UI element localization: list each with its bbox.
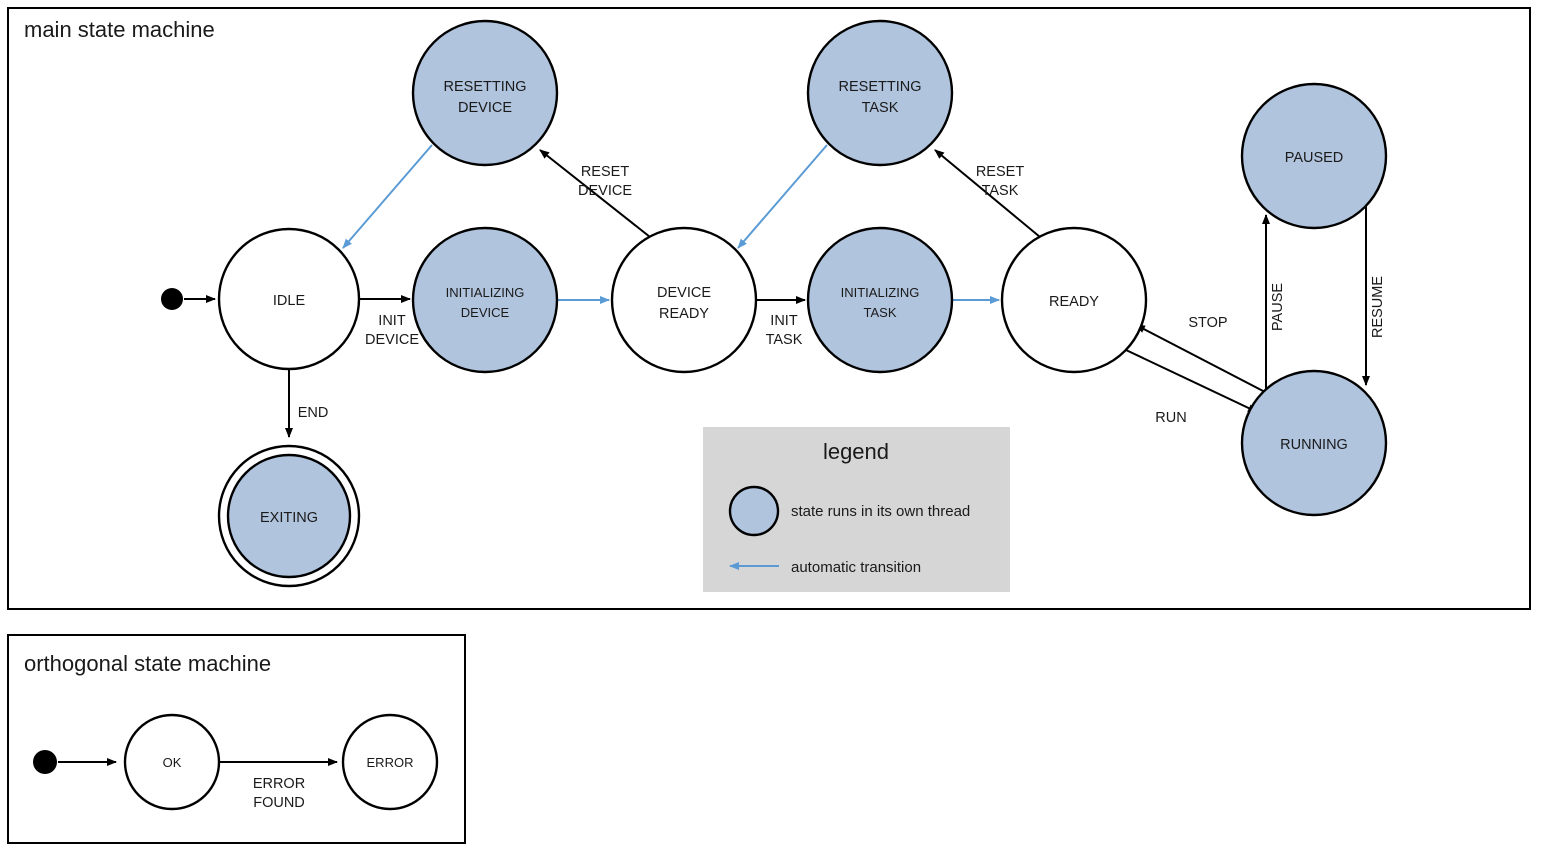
- state-device-ready-circle: [610, 226, 758, 374]
- state-error-circle: [341, 713, 439, 811]
- state-resetting-device-circle: [411, 19, 559, 167]
- edge-device-ready-to-resetting-device: [539, 149, 651, 238]
- state-ok[interactable]: OK: [123, 713, 221, 811]
- edge-label-reset-device-line2: DEVICE: [578, 183, 632, 199]
- edge-label-error-found-line2: FOUND: [253, 795, 305, 811]
- edge-resetting-device-to-idle: [342, 144, 433, 249]
- state-initializing-device-label-line1: INITIALIZING: [446, 285, 525, 300]
- state-error-label: ERROR: [367, 755, 414, 770]
- state-idle-circle: [217, 227, 361, 371]
- state-initializing-task-label-line2: TASK: [864, 305, 897, 320]
- state-initializing-task-label-line1: INITIALIZING: [841, 285, 920, 300]
- state-ok-label: OK: [163, 755, 182, 770]
- state-resetting-task-circle: [806, 19, 954, 167]
- edge-label-resume: RESUME: [1370, 276, 1386, 338]
- state-ready[interactable]: READY: [1000, 226, 1148, 374]
- state-resetting-task-label-line2: TASK: [862, 100, 899, 116]
- state-initializing-task[interactable]: INITIALIZING TASK: [806, 226, 954, 374]
- orthogonal-initial-state-dot: [33, 750, 57, 774]
- legend: legend state runs in its own thread auto…: [703, 427, 1010, 592]
- state-resetting-task-label-line1: RESETTING: [839, 79, 922, 95]
- edge-label-init-task-line1: INIT: [770, 313, 798, 329]
- orthogonal-frame-title: orthogonal state machine: [24, 651, 271, 676]
- state-paused[interactable]: PAUSED: [1240, 82, 1388, 230]
- edge-label-reset-task-line2: TASK: [982, 183, 1019, 199]
- state-running-circle: [1240, 369, 1388, 517]
- state-initializing-device-circle: [411, 226, 559, 374]
- state-ready-circle: [1000, 226, 1148, 374]
- state-resetting-device-label-line2: DEVICE: [458, 100, 512, 116]
- state-ready-label: READY: [1049, 294, 1099, 310]
- edge-label-run: RUN: [1155, 410, 1186, 426]
- legend-thread-label: state runs in its own thread: [791, 503, 970, 520]
- edge-ready-to-running: [1125, 349, 1258, 413]
- main-frame-title: main state machine: [24, 17, 215, 42]
- state-running[interactable]: RUNNING: [1240, 369, 1388, 517]
- state-exiting[interactable]: EXITING: [217, 444, 361, 588]
- edge-label-init-device-line2: DEVICE: [365, 332, 419, 348]
- edge-ready-to-resetting-task: [934, 149, 1041, 238]
- state-error[interactable]: ERROR: [341, 713, 439, 811]
- edge-label-init-device-line1: INIT: [378, 313, 406, 329]
- legend-title: legend: [823, 439, 889, 464]
- edge-label-reset-task-line1: RESET: [976, 164, 1024, 180]
- state-resetting-task[interactable]: RESETTING TASK: [806, 19, 954, 167]
- state-exiting-circle: [226, 453, 352, 579]
- state-paused-circle: [1240, 82, 1388, 230]
- state-running-label: RUNNING: [1280, 437, 1348, 453]
- legend-thread-swatch-icon: [728, 485, 780, 537]
- edge-label-reset-device-line1: RESET: [581, 164, 629, 180]
- edge-label-error-found-line1: ERROR: [253, 776, 305, 792]
- state-device-ready-label-line2: READY: [659, 306, 709, 322]
- edge-label-end: END: [298, 405, 329, 421]
- initial-state-dot: [161, 288, 183, 310]
- state-resetting-device[interactable]: RESETTING DEVICE: [411, 19, 559, 167]
- state-idle[interactable]: IDLE: [217, 227, 361, 371]
- state-initializing-device[interactable]: INITIALIZING DEVICE: [411, 226, 559, 374]
- edge-label-init-task-line2: TASK: [766, 332, 803, 348]
- state-initializing-device-label-line2: DEVICE: [461, 305, 510, 320]
- edge-running-to-ready: [1135, 324, 1266, 393]
- state-paused-label: PAUSED: [1285, 150, 1344, 166]
- state-initializing-task-circle: [806, 226, 954, 374]
- state-resetting-device-label-line1: RESETTING: [444, 79, 527, 95]
- state-device-ready[interactable]: DEVICE READY: [610, 226, 758, 374]
- edge-label-pause: PAUSE: [1270, 283, 1286, 331]
- edge-label-stop: STOP: [1188, 315, 1227, 331]
- state-exiting-label: EXITING: [260, 510, 318, 526]
- state-idle-label: IDLE: [273, 293, 306, 309]
- legend-auto-transition-label: automatic transition: [791, 559, 921, 576]
- edge-resetting-task-to-device-ready: [737, 144, 828, 249]
- state-device-ready-label-line1: DEVICE: [657, 285, 711, 301]
